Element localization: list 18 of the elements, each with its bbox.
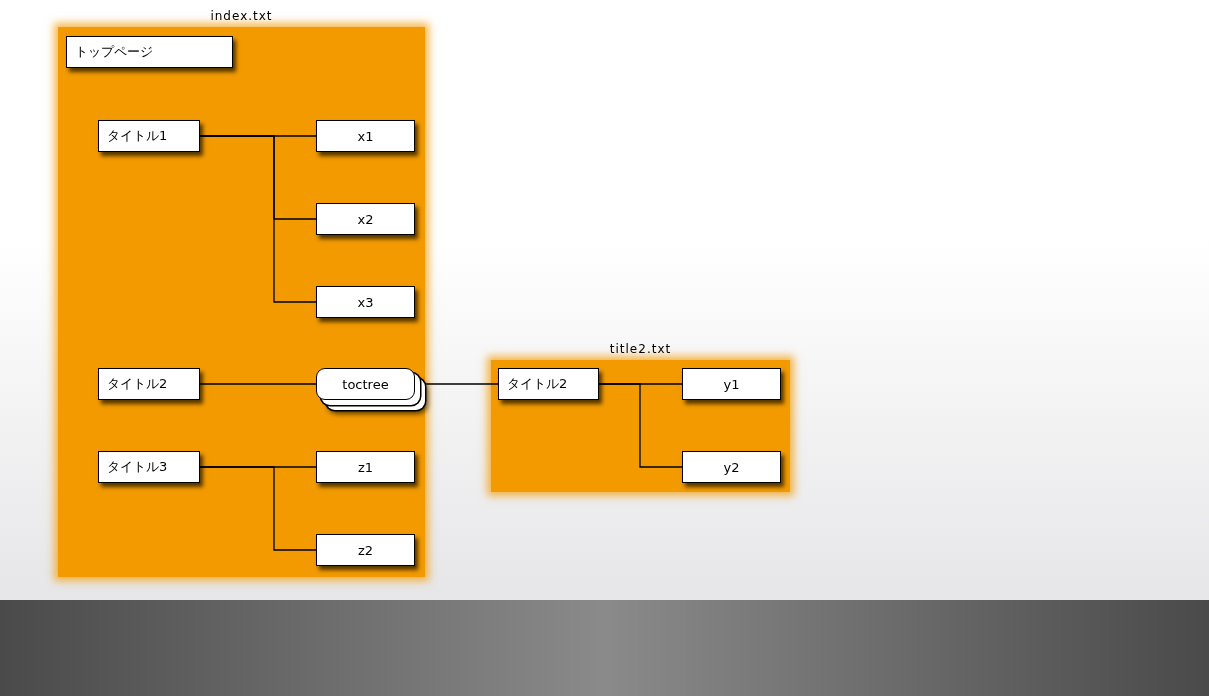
title-box: x1	[316, 120, 415, 152]
title-box: タイトル3	[98, 451, 200, 483]
title-box: x3	[316, 286, 415, 318]
connector-line	[199, 466, 317, 551]
connector-line	[598, 383, 683, 468]
title-box: トップページ	[66, 36, 233, 68]
title-box: z2	[316, 534, 415, 566]
title-box: タイトル1	[98, 120, 200, 152]
title-box: タイトル2	[98, 368, 200, 400]
title-box: タイトル2	[498, 368, 599, 400]
connector-line	[199, 383, 317, 385]
title-box: x2	[316, 203, 415, 235]
title-box: y1	[682, 368, 781, 400]
title-box: z1	[316, 451, 415, 483]
file-name-heading: title2.txt	[608, 342, 673, 356]
connector-line	[199, 135, 317, 303]
title-box: y2	[682, 451, 781, 483]
file-name-heading: index.txt	[209, 9, 274, 23]
